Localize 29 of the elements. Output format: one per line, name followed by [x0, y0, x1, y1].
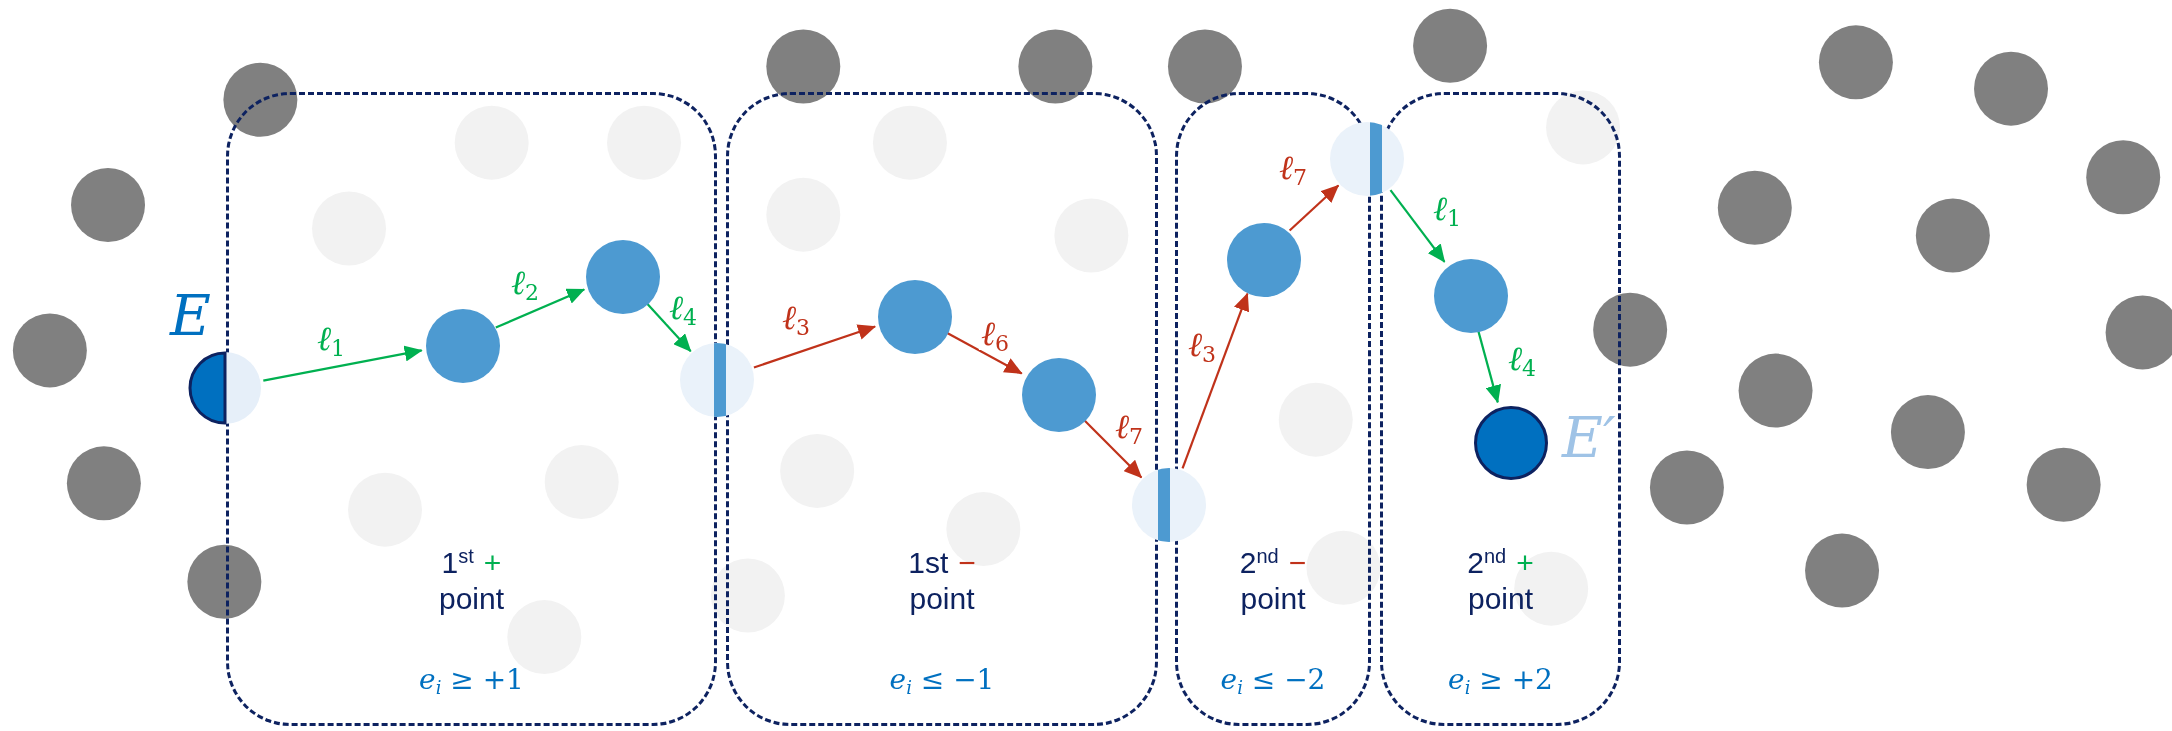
point-label: E: [170, 288, 211, 344]
point-text: point: [909, 581, 975, 617]
condition-text: e$_{i}$ ≤ −2: [1220, 662, 1326, 700]
ordinal-text: 2$^{nd}$: [1239, 545, 1279, 581]
arrow: [1082, 418, 1143, 479]
arrow: [1477, 330, 1501, 404]
condition-text: e$_{i}$ ≤ −1: [889, 662, 995, 700]
arrow: [945, 331, 1023, 375]
arrow: [1288, 184, 1340, 232]
arrow: [753, 324, 876, 369]
point-text: point: [1467, 581, 1534, 617]
ordinal-text: 1st: [908, 545, 949, 581]
sign-symbol: +: [1516, 545, 1534, 581]
arrow: [645, 302, 692, 352]
arrow: [1181, 292, 1249, 469]
ordinal-text: 2$^{nd}$: [1467, 545, 1507, 581]
condition-text: e$_{i}$ ≥ +2: [1448, 662, 1553, 700]
arrow: [495, 288, 586, 329]
point-text: point: [438, 581, 505, 617]
arrow: [263, 345, 423, 382]
condition-text: e$_{i}$ ≥ +1: [419, 662, 524, 700]
arrow: [1389, 189, 1446, 263]
sign-symbol: +: [483, 545, 502, 581]
point-text: point: [1240, 581, 1306, 617]
start-point-circle: [188, 351, 262, 425]
point-label: E′: [1562, 410, 1616, 466]
ordinal-text: 1$^{st}$: [441, 545, 474, 581]
sign-symbol: −: [1288, 545, 1307, 581]
sign-symbol: −: [958, 545, 976, 581]
